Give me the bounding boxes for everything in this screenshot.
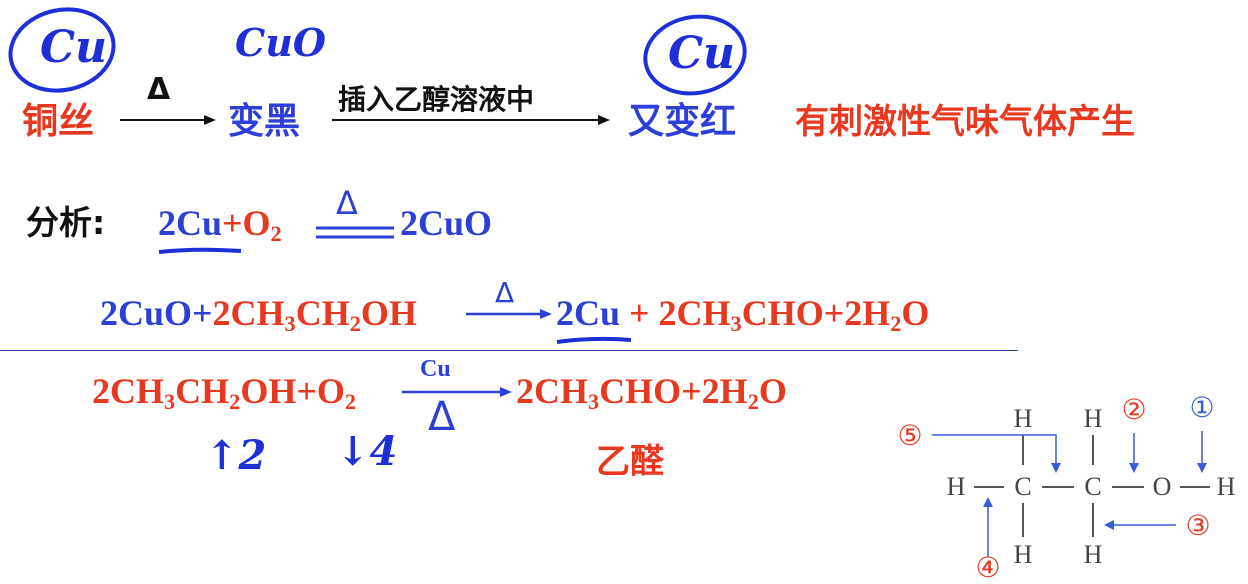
eq2-arrow	[466, 309, 552, 319]
eq2-rhs-cu: 2Cu	[556, 293, 621, 333]
hand-note-down-4: ↓4	[336, 428, 398, 475]
eq3-catalyst: Cu	[420, 356, 451, 382]
turns-red-label: 又变红	[628, 101, 737, 142]
eq1-rhs: 2CuO	[400, 203, 493, 243]
atom-h-top-2: H	[1084, 404, 1103, 433]
eq1-hand-underline	[158, 247, 242, 254]
ethanol-structure-diagram: H C C O H H H H H ① ② ③ ④ ⑤	[897, 393, 1236, 584]
atom-o: O	[1153, 472, 1172, 501]
eq3-condition: Δ	[428, 394, 456, 440]
label-5: ⑤	[897, 421, 922, 452]
atom-h-bottom-1: H	[1014, 540, 1033, 569]
reaction-arrow-2	[332, 115, 610, 125]
atom-h-top-1: H	[1014, 404, 1033, 433]
reaction-arrow-1	[120, 115, 216, 125]
label-4: ④	[975, 553, 1000, 584]
eq1-lhs-cu: 2Cu	[158, 203, 223, 243]
label-1: ①	[1189, 393, 1214, 424]
atom-h-left: H	[947, 472, 966, 501]
hand-cu-1: Cu	[40, 22, 108, 73]
bond-arrows	[932, 431, 1203, 557]
insert-ethanol-label: 插入乙醇溶液中	[338, 83, 535, 116]
eq2-lhs-ethanol: 2CH3CH2OH	[212, 293, 417, 337]
equation-3-lhs: 2CH3CH2OH+O2	[92, 371, 356, 415]
copper-wire-label: 铜丝	[22, 101, 95, 142]
eq1-double-bar	[316, 226, 394, 239]
atom-h-right: H	[1217, 472, 1236, 501]
hand-circle-1	[8, 7, 116, 93]
hand-cuo: CuO	[235, 20, 326, 65]
label-2: ②	[1121, 395, 1146, 426]
hand-note-up-2: ↑2	[205, 432, 267, 479]
eq1-condition: Δ	[336, 184, 358, 222]
eq3-arrow	[402, 387, 512, 397]
delta-symbol: Δ	[147, 72, 171, 107]
acetaldehyde-label: 乙醛	[596, 442, 664, 482]
turns-black-label: 变黑	[228, 101, 301, 142]
analysis-label: 分析:	[26, 203, 106, 242]
eq2-lhs-cuo: 2CuO+	[100, 293, 213, 333]
handwriting-layer	[8, 7, 747, 96]
divider-line	[0, 350, 1018, 351]
hand-cu-2: Cu	[668, 28, 736, 79]
equation-1: 2Cu+O2	[158, 202, 282, 247]
observation-label: 有刺激性气味气体产生	[795, 102, 1135, 142]
equation-2-rhs: 2Cu + 2CH3CHO+2H2O	[556, 292, 930, 337]
eq2-hand-underline	[556, 336, 632, 344]
equation-3-rhs: 2CH3CHO+2H2O	[516, 371, 787, 415]
eq2-rhs-products: + 2CH3CHO+2H2O	[620, 293, 930, 337]
eq1-lhs-o2: +O2	[222, 203, 282, 247]
bonds	[974, 435, 1210, 537]
atom-c1: C	[1014, 472, 1031, 501]
atom-c2: C	[1084, 472, 1101, 501]
atom-h-bottom-2: H	[1084, 540, 1103, 569]
equation-2-lhs: 2CuO+2CH3CH2OH	[100, 292, 417, 337]
arrow-heads	[983, 463, 1207, 530]
label-3: ③	[1185, 511, 1210, 542]
eq2-condition: Δ	[495, 276, 515, 309]
hand-circle-2	[643, 14, 747, 96]
